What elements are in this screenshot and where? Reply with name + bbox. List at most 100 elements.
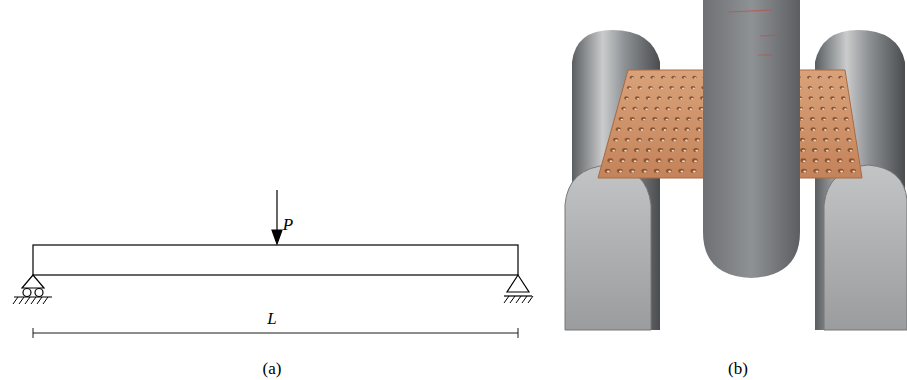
dimple xyxy=(688,107,693,111)
dimple xyxy=(842,107,847,111)
dimple xyxy=(667,96,672,99)
dimple xyxy=(610,148,616,152)
dimple xyxy=(675,117,680,121)
dimple xyxy=(619,117,624,121)
dimple xyxy=(638,86,642,89)
dimple xyxy=(696,127,701,131)
dimple xyxy=(812,148,818,152)
beam-sketch xyxy=(13,190,533,338)
dimple xyxy=(831,107,836,111)
dimple xyxy=(837,158,843,162)
dimple xyxy=(800,148,806,152)
dimple xyxy=(818,76,822,79)
dimple xyxy=(673,127,678,131)
dimple xyxy=(632,107,637,111)
dimple xyxy=(813,158,819,162)
dimple xyxy=(646,96,651,99)
dimple xyxy=(692,76,696,79)
dimple xyxy=(629,169,635,173)
load-label: P xyxy=(283,216,293,233)
dimple xyxy=(680,86,684,89)
dimple xyxy=(634,148,640,152)
dimple xyxy=(832,117,837,121)
dimple xyxy=(811,138,816,142)
dimple xyxy=(617,169,623,173)
dimple xyxy=(818,86,822,89)
dimple xyxy=(671,76,675,79)
dimple xyxy=(660,138,665,142)
dimple xyxy=(820,107,825,111)
dimple xyxy=(830,96,835,99)
dimple xyxy=(823,138,828,142)
dimple xyxy=(809,107,814,111)
dimple xyxy=(616,127,621,131)
dimple xyxy=(666,169,672,173)
roller-end xyxy=(565,165,651,330)
dimple xyxy=(841,96,846,99)
dimple xyxy=(644,158,650,162)
dimple xyxy=(627,127,632,131)
dimple xyxy=(699,107,704,111)
dimple xyxy=(648,86,652,89)
dimple xyxy=(678,169,684,173)
dimple xyxy=(605,169,611,173)
dimple xyxy=(849,158,855,162)
dimple xyxy=(801,158,807,162)
dimple xyxy=(828,76,832,79)
dimple xyxy=(656,158,662,162)
dimple xyxy=(621,107,626,111)
dimple xyxy=(635,96,640,99)
dimple xyxy=(630,117,635,121)
dimple xyxy=(624,96,629,99)
dimple xyxy=(678,96,683,99)
panel-label: (b) xyxy=(728,360,748,377)
dimple xyxy=(664,117,669,121)
dimple xyxy=(648,138,653,142)
dimple xyxy=(822,127,827,131)
dimension-line xyxy=(33,328,518,338)
dimple xyxy=(662,127,667,131)
dimple xyxy=(826,169,832,173)
panel-label: (a) xyxy=(263,360,282,377)
dimple xyxy=(671,138,676,142)
dimple xyxy=(650,127,655,131)
dimple xyxy=(651,76,655,79)
test-photo xyxy=(560,0,907,332)
dimple xyxy=(838,76,842,79)
load-arrow xyxy=(276,190,277,232)
roller-end xyxy=(824,165,907,330)
dimple xyxy=(813,169,819,173)
dimple xyxy=(622,148,628,152)
dimple xyxy=(652,117,657,121)
dimple xyxy=(666,107,671,111)
roller-support xyxy=(13,275,52,304)
dimple xyxy=(808,96,813,99)
dimple xyxy=(654,169,660,173)
dimple xyxy=(821,117,826,121)
dimple xyxy=(825,158,831,162)
beam xyxy=(33,245,518,275)
dimple xyxy=(682,76,686,79)
dimple xyxy=(630,76,634,79)
dimple xyxy=(810,117,815,121)
dimple xyxy=(800,138,805,142)
dimple xyxy=(838,169,844,173)
dimple xyxy=(846,138,851,142)
dimple xyxy=(640,76,644,79)
dimple xyxy=(848,148,854,152)
dimple xyxy=(692,158,698,162)
dimple xyxy=(824,148,830,152)
dimple xyxy=(658,148,664,152)
dimple xyxy=(669,86,673,89)
dimple xyxy=(819,96,824,99)
dimple xyxy=(833,127,838,131)
dimple xyxy=(680,158,686,162)
dimple xyxy=(689,96,694,99)
dimple xyxy=(829,86,833,89)
dimple xyxy=(625,138,630,142)
arrow-head xyxy=(272,230,282,244)
dimple xyxy=(654,107,659,111)
dimple xyxy=(613,138,618,142)
